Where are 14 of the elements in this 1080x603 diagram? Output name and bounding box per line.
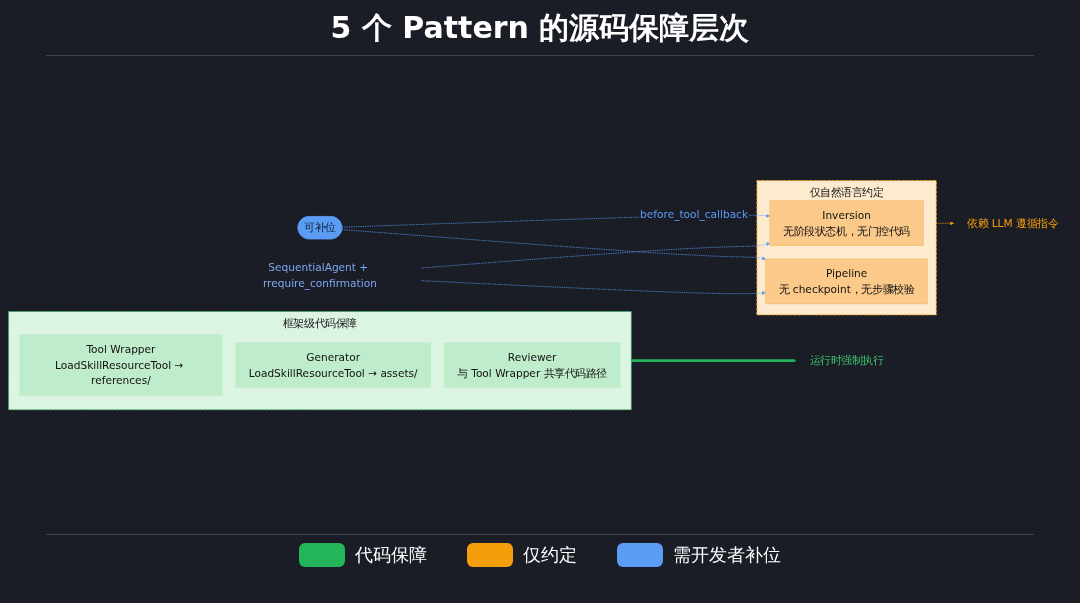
legend-label: 代码保障	[355, 543, 427, 567]
node-box: Pipeline 无 checkpoint，无步骤校验	[765, 258, 928, 304]
node-box: Inversion 无阶段状态机，无门控代码	[769, 200, 924, 246]
arrow	[631, 358, 797, 363]
legend-label: 仅约定	[523, 543, 577, 567]
node-text: 运行时强制执行	[809, 354, 884, 367]
node-box: Tool Wrapper LoadSkillResourceTool → references/	[19, 334, 223, 396]
node-box: Reviewer 与 Tool Wrapper 共享代码路径	[443, 342, 621, 388]
title: 5 个 Pattern 的源码保障层次	[46, 0, 1034, 56]
legend-label: 需开发者补位	[673, 543, 781, 567]
node-box: Generator LoadSkillResourceTool → assets/	[235, 342, 432, 388]
node-text: SequentialAgent + rrequire_confirmation	[262, 261, 377, 290]
edge-label: before_tool_callback	[640, 208, 749, 221]
node-text: 依赖 LLM 遵循指令	[967, 216, 1059, 230]
